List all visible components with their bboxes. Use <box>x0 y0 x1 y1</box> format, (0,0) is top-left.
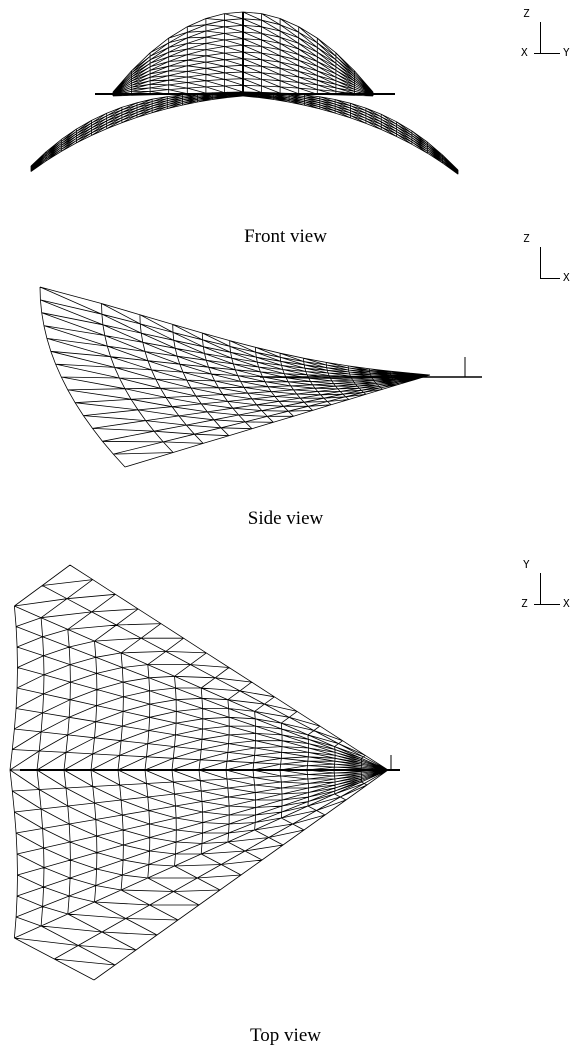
top-view-mesh <box>9 564 400 981</box>
side-axis-right-label: X <box>563 271 570 284</box>
top-view-caption: Top view <box>250 1025 321 1046</box>
top-view-panel: Y Z X Top view <box>0 555 571 1050</box>
front-axis-up-label: Z <box>523 7 530 20</box>
side-view-sheet-mesh <box>39 286 431 468</box>
front-right-wing-mesh <box>242 91 459 175</box>
top-axis-origin-label: Z <box>521 597 528 610</box>
front-axis-triad: Z X Y <box>520 8 570 63</box>
top-axis-up-label: Y <box>523 558 530 571</box>
front-view-panel: Z X Y Front view <box>0 0 571 260</box>
top-axis-right-label: X <box>563 597 570 610</box>
front-view-caption: Front view <box>244 226 327 247</box>
side-view-mesh <box>39 286 482 468</box>
top-lower-half-mesh <box>9 769 389 981</box>
front-axis-origin-label: X <box>521 46 528 59</box>
side-view-panel: Z X Side view <box>0 225 571 535</box>
side-view-caption: Side view <box>247 508 324 529</box>
top-axis-triad: Y Z X <box>520 559 570 614</box>
front-view-mesh <box>30 11 459 175</box>
side-axis-up-label: Z <box>523 232 530 245</box>
top-upper-half-mesh <box>9 564 389 771</box>
front-left-wing-mesh <box>30 91 244 172</box>
side-axis-triad: Z X <box>520 233 570 288</box>
front-axis-right-label: Y <box>563 46 570 59</box>
